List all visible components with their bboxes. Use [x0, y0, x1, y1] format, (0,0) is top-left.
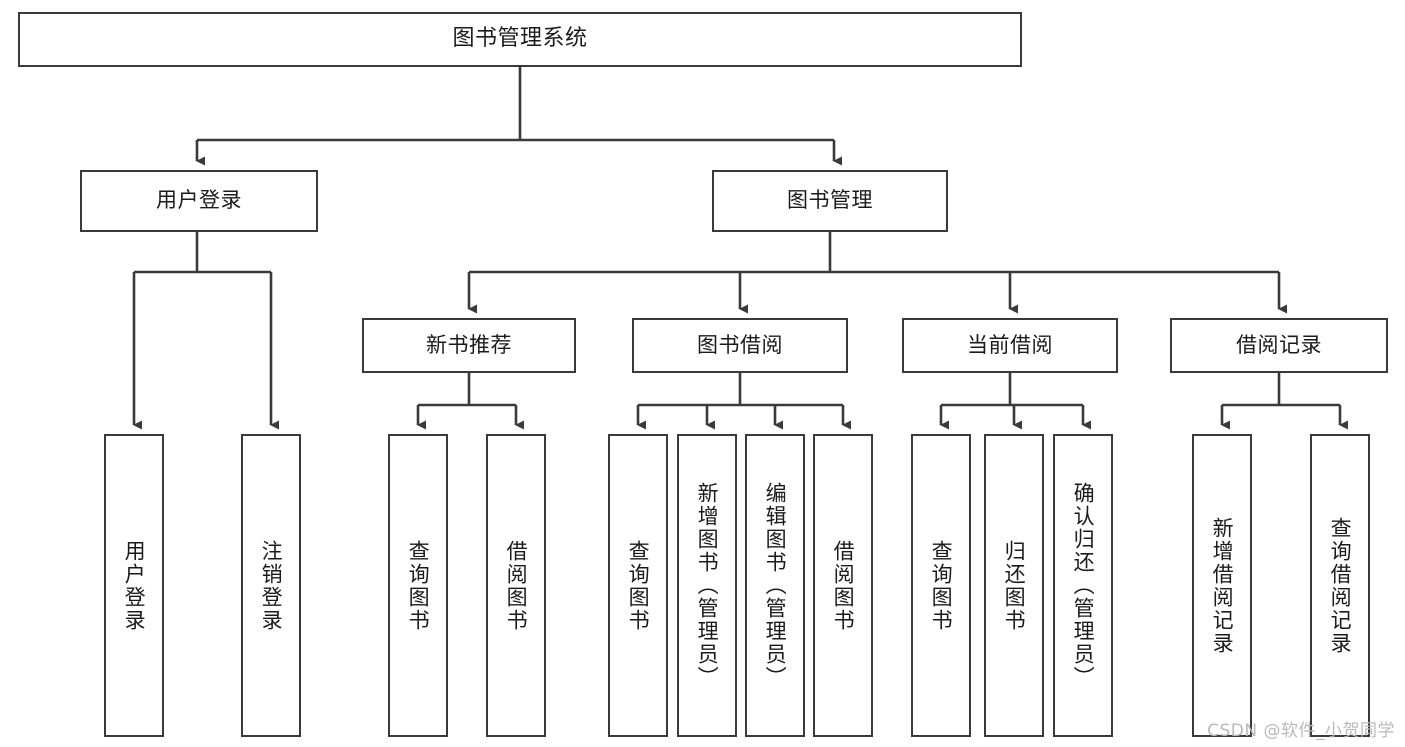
leaf-borrow-book-2-label: 借阅图书 [831, 539, 856, 632]
node-book-borrow[interactable]: 图书借阅 [632, 318, 848, 373]
leaf-query-book-1-label: 查询图书 [406, 539, 431, 632]
leaf-return-book[interactable]: 归还图书 [984, 434, 1044, 737]
leaf-borrow-book-1-label: 借阅图书 [504, 539, 529, 632]
leaf-query-book-1[interactable]: 查询图书 [388, 434, 448, 737]
leaf-edit-book-label: 编辑图书（管理员） [763, 482, 788, 689]
leaf-query-book-2-label: 查询图书 [626, 539, 651, 632]
leaf-borrow-book-1[interactable]: 借阅图书 [486, 434, 546, 737]
leaf-query-record-label: 查询借阅记录 [1328, 516, 1353, 655]
node-borrow-record[interactable]: 借阅记录 [1170, 318, 1388, 373]
leaf-borrow-book-2[interactable]: 借阅图书 [813, 434, 873, 737]
watermark: CSDN @软件_小贺同学 [1207, 721, 1395, 741]
node-new-book-recommend-label: 新书推荐 [426, 332, 512, 357]
leaf-query-book-2[interactable]: 查询图书 [608, 434, 668, 737]
leaf-add-record[interactable]: 新增借阅记录 [1192, 434, 1252, 737]
leaf-query-book-3[interactable]: 查询图书 [911, 434, 971, 737]
leaf-edit-book[interactable]: 编辑图书（管理员） [745, 434, 805, 737]
node-root[interactable]: 图书管理系统 [18, 12, 1022, 67]
node-book-manage-label: 图书管理 [787, 188, 873, 213]
node-book-borrow-label: 图书借阅 [697, 332, 783, 357]
leaf-return-book-label: 归还图书 [1002, 539, 1027, 632]
node-book-manage[interactable]: 图书管理 [712, 170, 948, 232]
node-current-borrow[interactable]: 当前借阅 [902, 318, 1118, 373]
leaf-confirm-return[interactable]: 确认归还（管理员） [1053, 434, 1113, 737]
leaf-user-login-label: 用户登录 [122, 539, 147, 632]
leaf-user-logout[interactable]: 注销登录 [241, 434, 301, 737]
leaf-user-login[interactable]: 用户登录 [104, 434, 164, 737]
node-current-borrow-label: 当前借阅 [967, 332, 1053, 357]
node-user-login-label: 用户登录 [156, 188, 242, 213]
node-user-login[interactable]: 用户登录 [80, 170, 318, 232]
leaf-query-book-3-label: 查询图书 [929, 539, 954, 632]
node-new-book-recommend[interactable]: 新书推荐 [362, 318, 576, 373]
node-root-label: 图书管理系统 [452, 26, 588, 52]
leaf-add-record-label: 新增借阅记录 [1210, 516, 1235, 655]
leaf-query-record[interactable]: 查询借阅记录 [1310, 434, 1370, 737]
leaf-add-book-label: 新增图书（管理员） [695, 482, 720, 689]
leaf-confirm-return-label: 确认归还（管理员） [1071, 482, 1096, 689]
leaf-user-logout-label: 注销登录 [259, 539, 284, 632]
leaf-add-book[interactable]: 新增图书（管理员） [677, 434, 737, 737]
node-borrow-record-label: 借阅记录 [1236, 332, 1322, 357]
